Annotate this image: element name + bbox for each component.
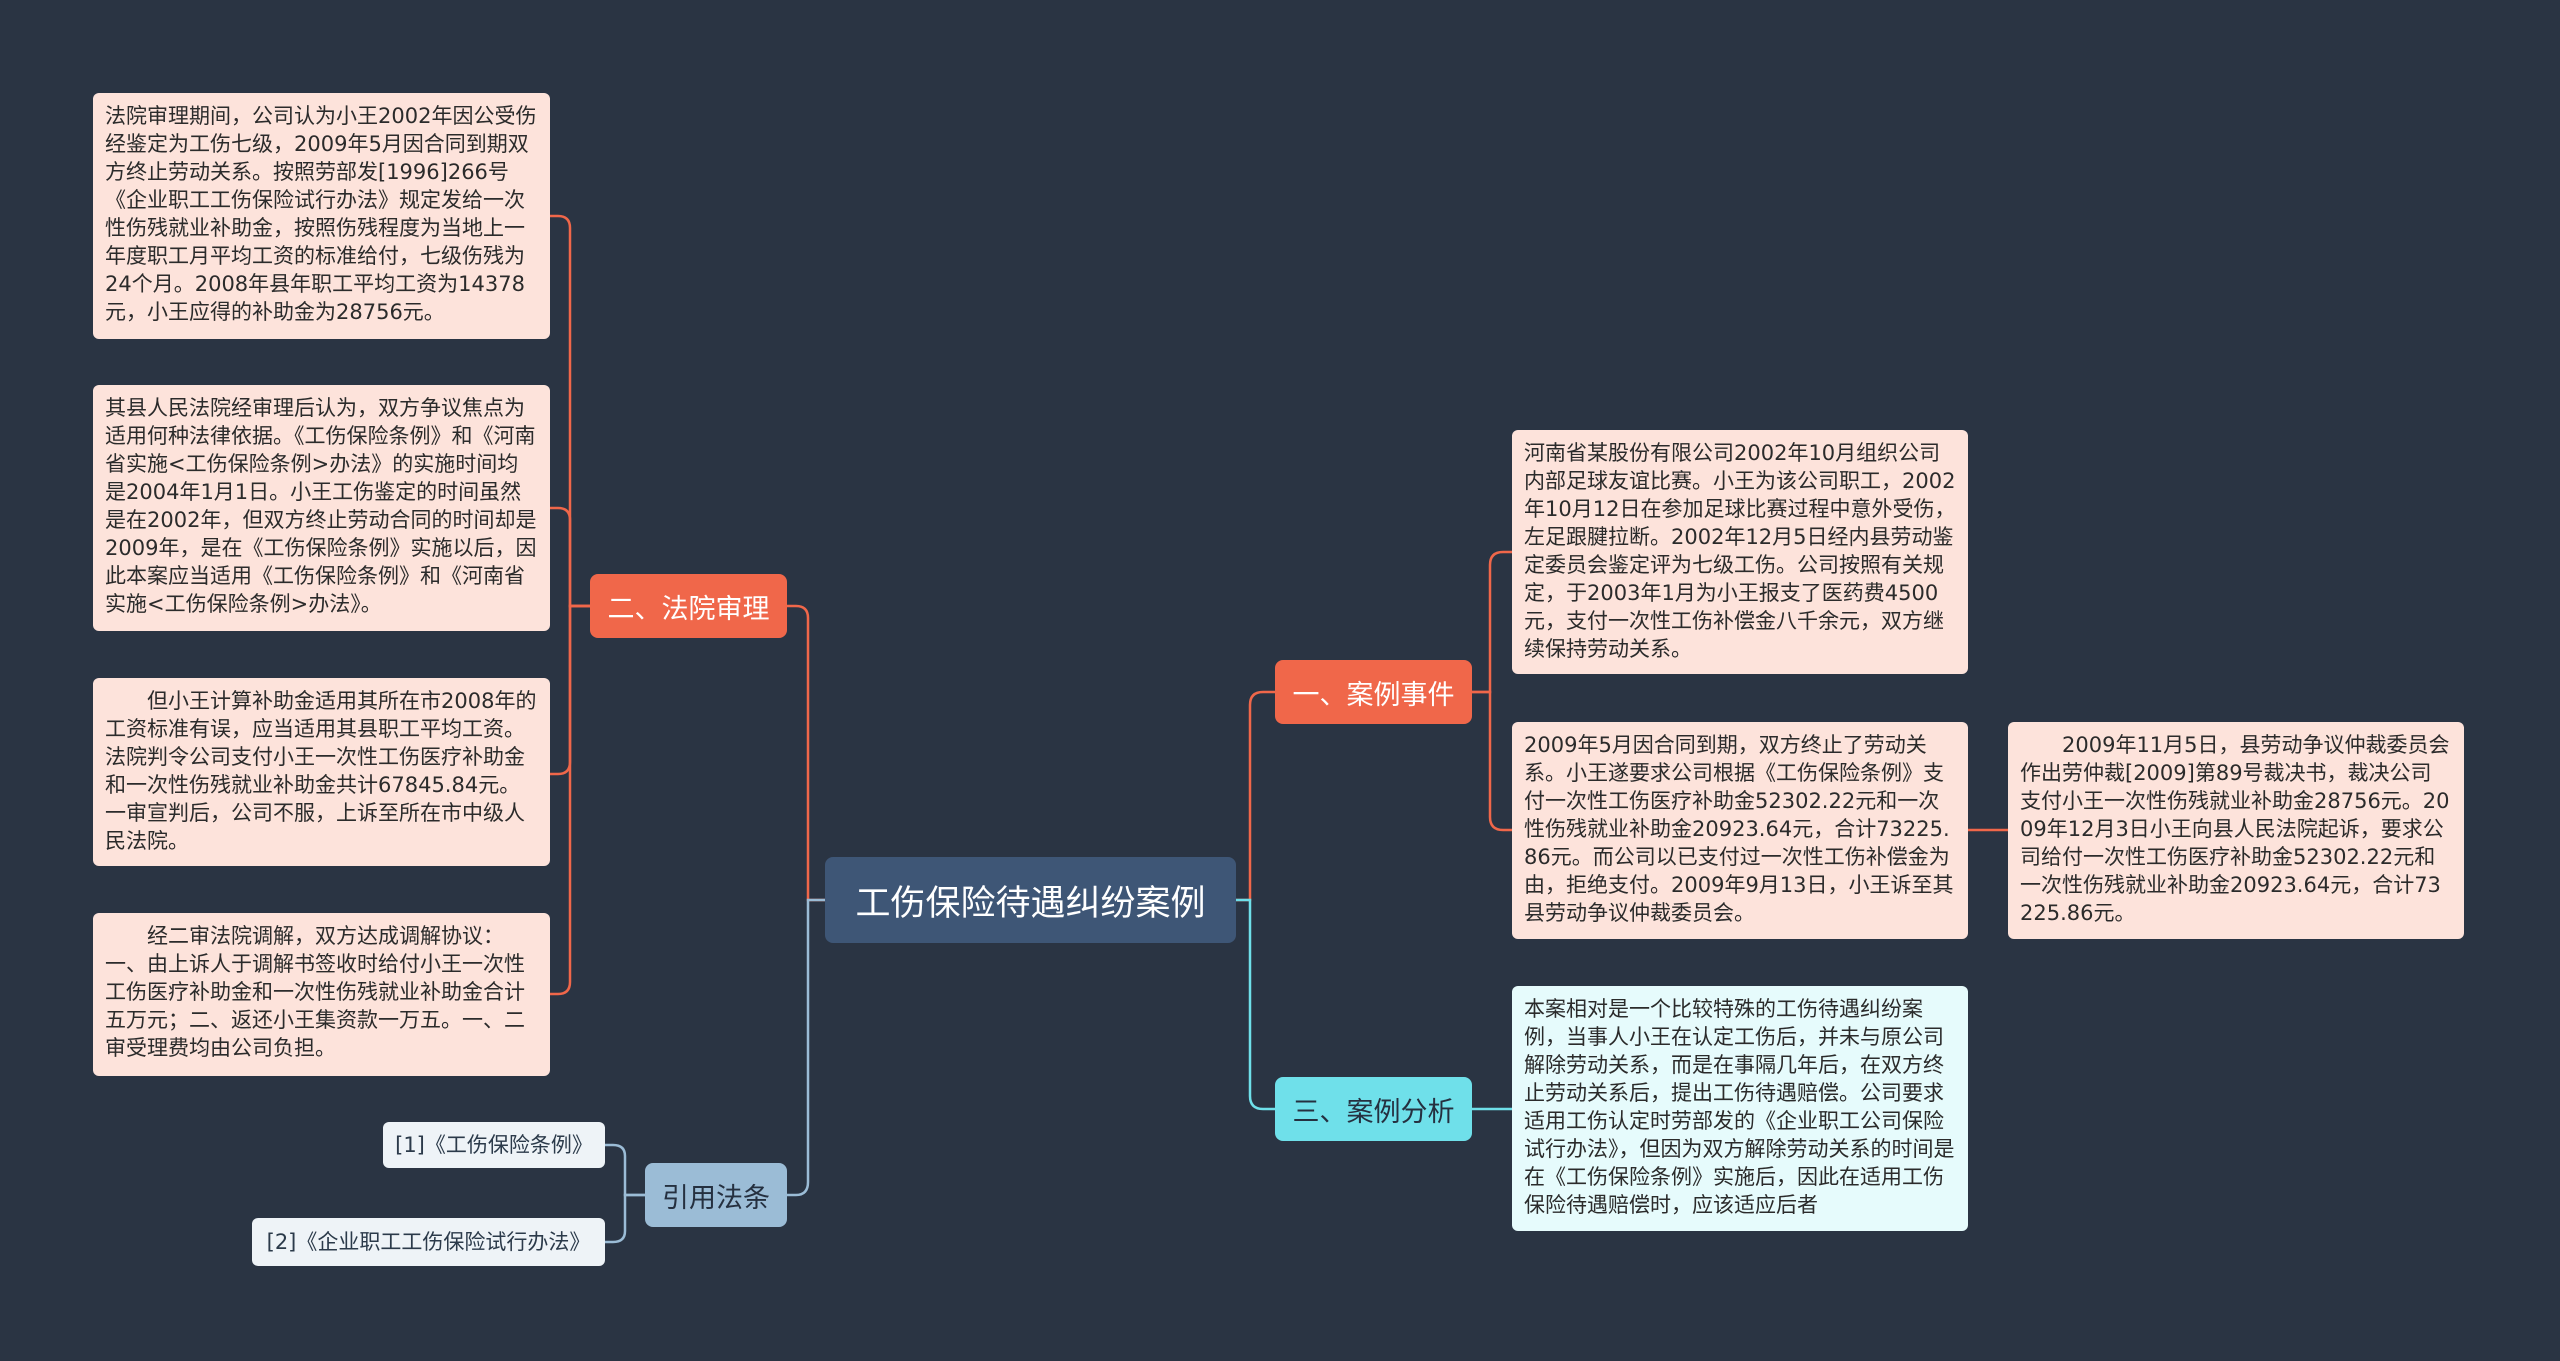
connector-event-leaf1	[1472, 550, 1512, 694]
connector-root-event	[1236, 690, 1275, 902]
leaf-court-1[interactable]: 法院审理期间，公司认为小王2002年因公受伤经鉴定为工伤七级，2009年5月因合…	[93, 93, 550, 339]
connector-court-leaf4	[550, 604, 590, 996]
leaf-analysis[interactable]: 本案相对是一个比较特殊的工伤待遇纠纷案例，当事人小王在认定工伤后，并未与原公司解…	[1512, 986, 1968, 1231]
root-topic[interactable]: 工伤保险待遇纠纷案例	[825, 857, 1236, 943]
branch-case-event[interactable]: 一、案例事件	[1275, 660, 1472, 724]
leaf-case-event-arbitration[interactable]: 2009年11月5日，县劳动争议仲裁委员会作出劳仲裁[2009]第89号裁决书，…	[2008, 722, 2464, 939]
connector-refs-2	[605, 1193, 645, 1244]
branch-court[interactable]: 二、法院审理	[590, 574, 787, 638]
connector-court-leaf3	[550, 604, 590, 776]
reference-item-1[interactable]: [1]《工伤保险条例》	[383, 1122, 605, 1168]
connector-refs-1	[605, 1143, 645, 1197]
connector-court-leaf1	[550, 214, 590, 608]
connector-root-court	[787, 604, 825, 902]
connector-root-analysis	[1236, 898, 1275, 1111]
branch-analysis[interactable]: 三、案例分析	[1275, 1077, 1472, 1141]
branch-references[interactable]: 引用法条	[645, 1163, 787, 1227]
leaf-case-event-1[interactable]: 河南省某股份有限公司2002年10月组织公司内部足球友谊比赛。小王为该公司职工，…	[1512, 430, 1968, 674]
leaf-court-2[interactable]: 其县人民法院经审理后认为，双方争议焦点为适用何种法律依据。《工伤保险条例》和《河…	[93, 385, 550, 631]
connector-root-refs	[787, 898, 825, 1197]
reference-item-2[interactable]: [2]《企业职工工伤保险试行办法》	[252, 1218, 605, 1266]
leaf-court-3[interactable]: 但小王计算补助金适用其所在市2008年的工资标准有误，应当适用其县职工平均工资。…	[93, 678, 550, 866]
connector-event-leaf2	[1472, 690, 1512, 832]
connector-court-leaf2	[550, 506, 590, 608]
leaf-court-4[interactable]: 经二审法院调解，双方达成调解协议：一、由上诉人于调解书签收时给付小王一次性工伤医…	[93, 913, 550, 1076]
leaf-case-event-2[interactable]: 2009年5月因合同到期，双方终止了劳动关系。小王遂要求公司根据《工伤保险条例》…	[1512, 722, 1968, 939]
